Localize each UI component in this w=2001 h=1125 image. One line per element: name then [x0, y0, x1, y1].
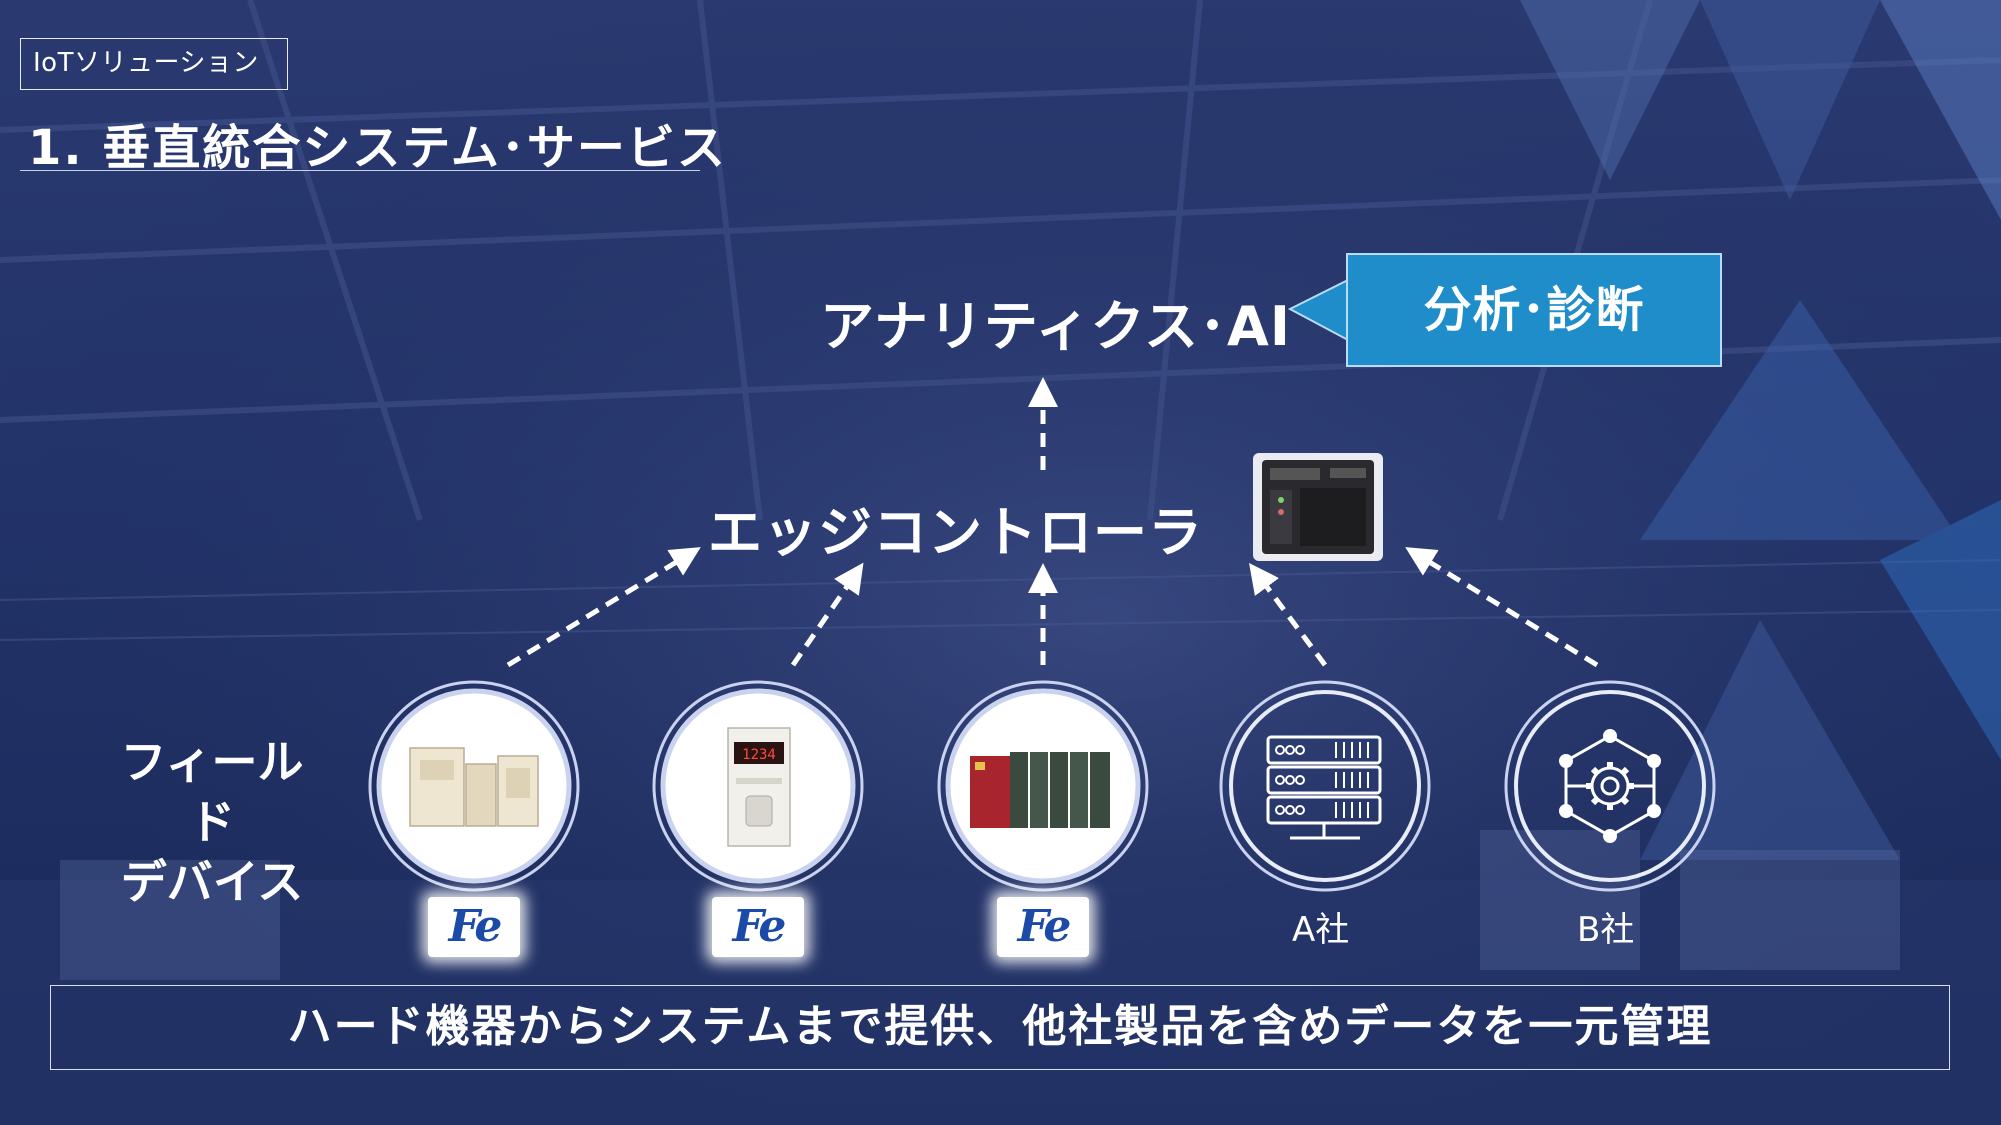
title-underline: [20, 170, 700, 171]
field-device-label: フィールド デバイス: [104, 732, 320, 912]
fe-logo-icon: Fe: [428, 897, 520, 957]
fe-logo-icon: Fe: [997, 897, 1089, 957]
svg-text:1234: 1234: [742, 747, 776, 763]
callout-pointer: [1287, 278, 1349, 342]
summary-banner: ハード機器からシステムまで提供、他社製品を含めデータを一元管理: [50, 985, 1950, 1070]
arrow-device4-to-controller: [1249, 562, 1328, 667]
edge-controller-label: エッジコントローラ: [708, 501, 1203, 564]
analysis-diagnosis-callout: 分析･診断: [1346, 253, 1722, 367]
company-b-label: B社: [1577, 910, 1635, 950]
plc-modules-icon: [970, 752, 1110, 828]
page-title: 1. 垂直統合システム･サービス: [28, 120, 727, 176]
company-a-label: A社: [1292, 910, 1350, 950]
field-label-line2: デバイス: [120, 855, 304, 909]
server-rack-icon: [1266, 735, 1382, 840]
temperature-controller-icon: 1234: [727, 727, 791, 847]
fe-logo-icon: Fe: [712, 897, 804, 957]
field-label-line1: フィールド: [120, 735, 304, 849]
analytics-ai-label: アナリティクス･AI: [820, 295, 1291, 358]
arrow-device1-to-edge: [506, 547, 701, 668]
transformer-device-icon: [409, 747, 539, 827]
arrow-device2-to-edge: [790, 562, 864, 667]
section-tag: IoTソリューション: [20, 38, 288, 90]
edge-controller-icon: [1253, 453, 1383, 561]
network-gear-icon: [1564, 734, 1656, 838]
arrow-device5-to-controller: [1405, 547, 1599, 668]
